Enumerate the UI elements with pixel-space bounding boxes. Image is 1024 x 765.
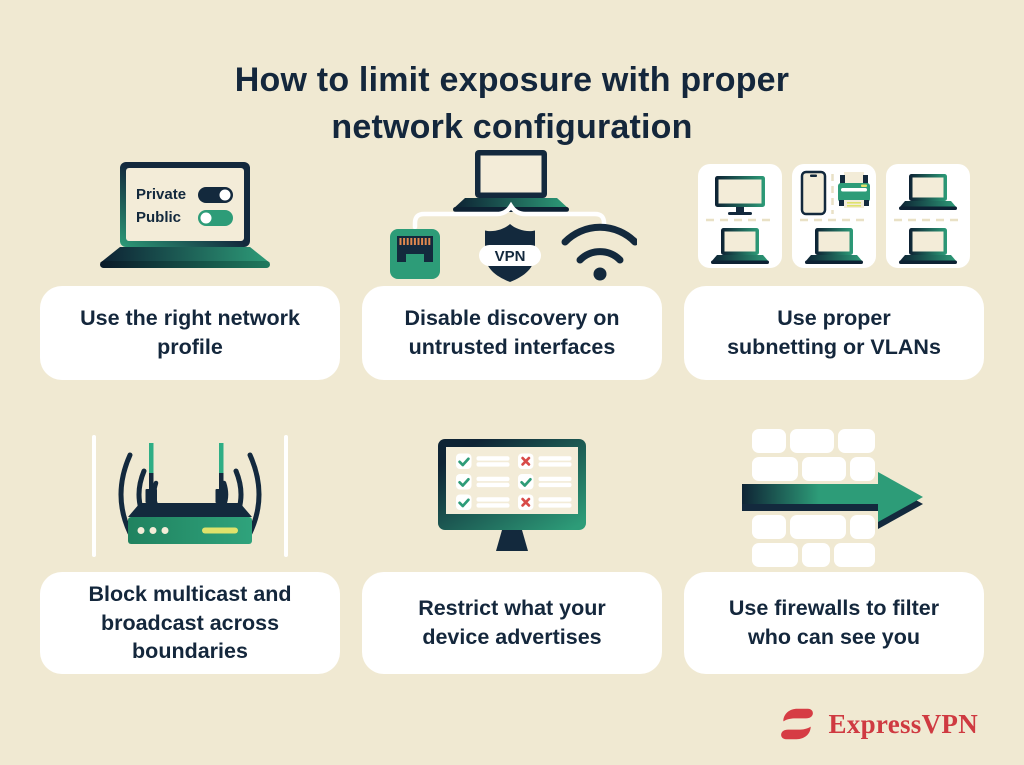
caption-card-restrict-advertise: Restrict what your device advertises	[362, 572, 662, 674]
caption-line: profile	[157, 335, 223, 359]
monitor-stand	[496, 530, 528, 551]
page-title-line-2: network configuration	[331, 107, 693, 146]
panel-grid: Private Public Use the right network	[40, 148, 984, 674]
router-led-dot	[137, 527, 145, 534]
caption-line: Use firewalls to filter	[728, 596, 940, 621]
router-led-dot	[149, 527, 157, 534]
panel-firewall: Use firewalls to filter who can see you	[684, 380, 984, 674]
brand-logo: ExpressVPN	[776, 703, 978, 745]
router-body	[128, 517, 252, 544]
panel-subnetting: Use proper subnetting or VLANs	[684, 148, 984, 380]
caption-line: Block multicast and	[88, 582, 292, 606]
checklist-item-cross	[518, 453, 572, 469]
caption-line: subnetting or VLANs	[727, 335, 941, 359]
checklist-item-check	[456, 453, 510, 469]
checklist-item-cross	[518, 494, 572, 510]
panel-network-profile: Private Public Use the right network	[40, 148, 340, 380]
boundary-line-left	[92, 435, 96, 557]
caption-line: who can see you	[747, 624, 921, 649]
router-broadcast-icon	[92, 435, 288, 557]
caption-card-block-broadcast: Block multicast and broadcast across bou…	[40, 572, 340, 674]
caption-line: device advertises	[422, 624, 602, 649]
private-toggle-on	[198, 187, 233, 203]
laptop-base	[100, 247, 270, 263]
arrow	[742, 472, 923, 522]
panel-block-broadcast: Block multicast and broadcast across bou…	[40, 380, 340, 674]
checklist-item-check	[518, 474, 572, 490]
brick-wall	[752, 429, 875, 567]
printer-device-icon	[838, 172, 870, 208]
router-top	[128, 503, 252, 517]
firewall-arrow-icon	[742, 429, 923, 567]
router-led-dot	[161, 527, 169, 534]
caption-card-firewall: Use firewalls to filter who can see you	[684, 572, 984, 674]
boundary-line-right	[284, 435, 288, 557]
brand-name: ExpressVPN	[828, 708, 978, 739]
router-broadcast-illustration	[40, 424, 340, 572]
router-led-bar	[202, 527, 238, 534]
caption-line: Restrict what your	[418, 596, 606, 621]
caption-line: boundaries	[132, 639, 248, 664]
phone-device-icon	[800, 170, 827, 216]
subnet-groups-icon	[698, 164, 970, 268]
laptop-interfaces-illustration: VPN	[362, 148, 662, 286]
panel-restrict-advertise: Restrict what your device advertises	[362, 380, 662, 674]
private-toggle-label: Private	[136, 186, 186, 203]
laptop-ethernet-vpn-wifi-icon: VPN	[390, 150, 637, 282]
vpn-shield-icon: VPN	[479, 224, 541, 282]
router-antenna-left	[145, 443, 157, 503]
caption-card-disable-discovery: Disable discovery on untrusted interface…	[362, 286, 662, 380]
laptop-base-lip	[100, 261, 270, 268]
caption-line: Disable discovery on	[404, 306, 620, 331]
subnet-groups-illustration	[684, 148, 984, 286]
page-title-line-1: How to limit exposure with proper	[234, 60, 790, 99]
subnet-card-3	[886, 164, 970, 268]
caption-line: broadcast across	[100, 610, 280, 635]
caption-card-network-profile: Use the right network profile	[40, 286, 340, 380]
caption-line: untrusted interfaces	[408, 335, 616, 359]
wifi-icon	[561, 223, 637, 281]
vpn-shield-label: VPN	[495, 248, 526, 265]
public-toggle-label: Public	[136, 209, 181, 226]
panel-disable-discovery: VPN Disable discovery on untrusted inter…	[362, 148, 662, 380]
page-title: How to limit exposure with proper networ…	[0, 57, 1024, 151]
expressvpn-logomark-icon	[781, 708, 814, 740]
checklist-item-check	[456, 474, 510, 490]
firewall-arrow-illustration	[684, 424, 984, 572]
laptop-screen	[126, 168, 244, 241]
caption-line: Use proper	[777, 306, 891, 331]
monitor-checklist-icon	[438, 439, 586, 551]
caption-card-subnetting: Use proper subnetting or VLANs	[684, 286, 984, 380]
caption-line: Use the right network	[80, 306, 300, 331]
monitor-device-icon	[715, 176, 765, 215]
public-toggle	[198, 210, 233, 226]
connector-bracket	[412, 201, 607, 230]
ethernet-port-icon	[390, 229, 440, 279]
laptop-toggles-icon: Private Public	[100, 162, 270, 268]
checklist-item-check	[456, 494, 510, 510]
laptop-network-profile-illustration: Private Public	[40, 148, 340, 286]
monitor-checklist-illustration	[362, 424, 662, 572]
router-antenna-right	[215, 443, 227, 503]
